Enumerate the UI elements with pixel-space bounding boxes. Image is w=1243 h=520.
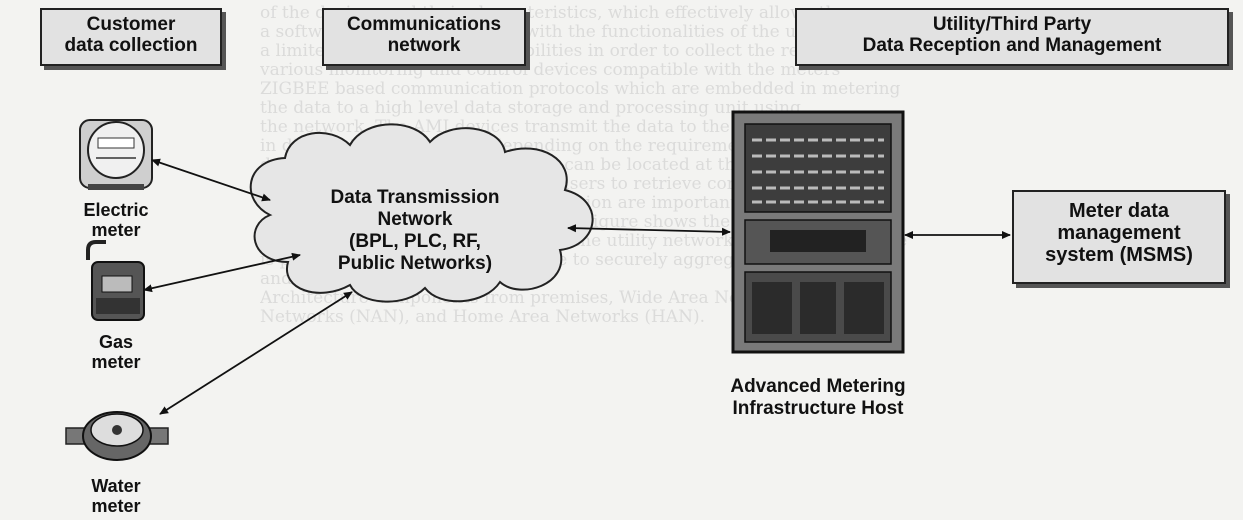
arrow-gas-cloud (143, 252, 301, 293)
cloud-line: Data Transmission (330, 187, 500, 208)
arrow-cloud-host (567, 224, 731, 236)
gas-meter-icon (86, 240, 145, 321)
data-transmission-network-label: Data Transmission Network (BPL, PLC, RF,… (300, 187, 530, 275)
label-line: meter (91, 220, 141, 240)
msms-line: system (MSMS) (1045, 244, 1193, 266)
background-text-line: the data to a high level data storage an… (260, 98, 801, 118)
communications-network-header: Communications network (322, 8, 526, 66)
cloud-line: Network (377, 209, 453, 230)
header-line: Data Reception and Management (862, 35, 1162, 56)
electric-meter-icon (79, 119, 153, 190)
electric-meter-label: Electric meter (66, 200, 166, 240)
label-line: Electric (83, 200, 149, 220)
header-line: Customer (86, 14, 176, 35)
ami-host-server-icon (731, 110, 905, 354)
header-line: Utility/Third Party (932, 14, 1092, 35)
msms-line: management (1057, 222, 1181, 244)
label-line: Gas (98, 332, 134, 352)
water-meter-icon (65, 411, 169, 461)
label-line: Water (91, 476, 141, 496)
msms-line: Meter data (1068, 200, 1170, 222)
label-line: meter (91, 496, 141, 516)
ami-host-label: Advanced Metering Infrastructure Host (688, 376, 948, 420)
cloud-line: (BPL, PLC, RF, (349, 231, 481, 252)
label-line: Infrastructure Host (732, 398, 904, 419)
arrow-water-cloud (159, 291, 353, 415)
label-line: Advanced Metering (730, 376, 906, 397)
arrow-electric-cloud (151, 158, 271, 202)
cloud-shape (249, 123, 594, 303)
header-line: Communications (346, 14, 502, 35)
utility-data-reception-header: Utility/Third Party Data Reception and M… (795, 8, 1229, 66)
cloud-line: Public Networks) (337, 253, 493, 274)
label-line: meter (91, 352, 141, 372)
water-meter-label: Water meter (66, 476, 166, 516)
msms-box: Meter data management system (MSMS) (1012, 190, 1226, 284)
customer-data-collection-header: Customer data collection (40, 8, 222, 66)
header-line: data collection (64, 35, 198, 56)
gas-meter-label: Gas meter (66, 332, 166, 372)
background-text-line: Networks (NAN), and Home Area Networks (… (260, 307, 705, 327)
background-text-line: ZIGBEE based communication protocols whi… (260, 79, 901, 99)
header-line: network (387, 35, 461, 56)
